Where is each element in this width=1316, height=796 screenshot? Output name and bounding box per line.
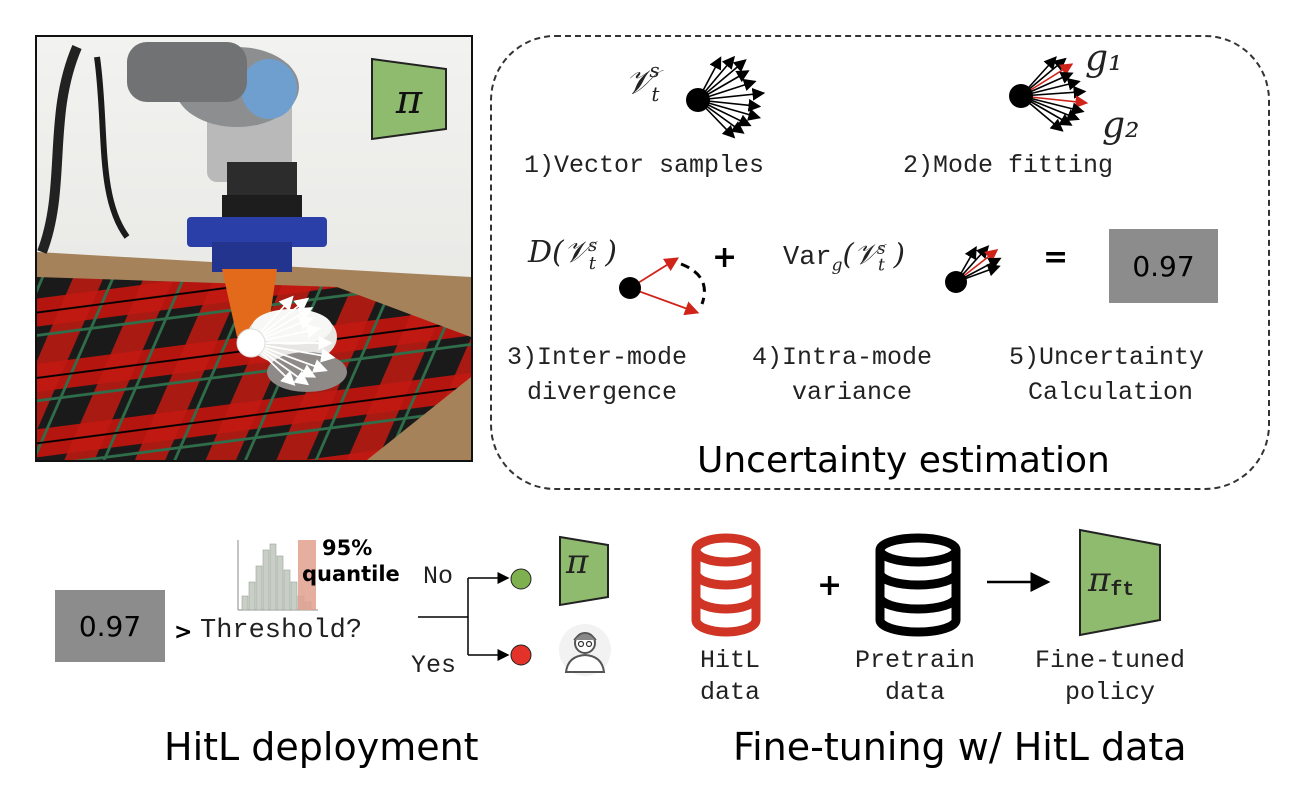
uncertainty-score-box: 0.97	[1109, 229, 1218, 303]
v-symbol: 𝒱	[625, 62, 654, 103]
variance-origin-dot	[945, 271, 967, 293]
pretrain-line1: Pretrain	[854, 646, 976, 675]
quantile-line2: quantile	[302, 562, 400, 586]
finetuned-pi: π	[1088, 560, 1111, 600]
uncertainty-histogram	[237, 540, 318, 611]
histogram-bar	[255, 565, 263, 611]
finetune-title: Fine-tuning w/ HitL data	[733, 725, 1187, 769]
uncertainty-estimation-panel	[490, 35, 1270, 490]
pretrain-line2: data	[884, 678, 945, 707]
finetune-plus-sign: +	[817, 568, 843, 603]
robot-scene-illustration	[37, 37, 471, 460]
policy-icon: π	[369, 57, 449, 141]
divergence-s: s	[588, 235, 598, 256]
vector-samples-symbol: 𝒱ts	[625, 58, 672, 107]
t-subscript: t	[651, 82, 660, 107]
hitl-line2: data	[700, 678, 761, 707]
vector-arrow	[629, 287, 700, 316]
histogram-bar	[283, 569, 291, 611]
step2-label: 2)Mode fitting	[903, 151, 1114, 180]
divergence-v: 𝒱	[563, 235, 589, 270]
variance-t: t	[878, 255, 885, 276]
divergence-formula: D(𝒱ts)	[528, 235, 617, 274]
histogram-bar	[290, 581, 298, 611]
yes-branch-node	[510, 644, 532, 666]
divergence-origin-dot	[619, 277, 641, 299]
deploy-policy-icon	[559, 535, 609, 607]
deploy-score-box: 0.97	[55, 590, 165, 662]
histogram-bar	[262, 549, 270, 611]
human-operator-icon	[559, 624, 611, 676]
g2-label: g₂	[1102, 105, 1140, 146]
histogram-bar	[276, 555, 284, 611]
action-origin-marker	[236, 328, 266, 358]
greater-than-sign: >	[174, 620, 193, 645]
step5-label-line1: 5)Uncertainty	[1009, 343, 1205, 372]
divergence-t: t	[588, 253, 596, 274]
finetuned-policy-icon	[1079, 528, 1161, 637]
quantile-label: 95% quantile	[302, 535, 400, 587]
no-label: No	[423, 562, 454, 591]
finetuned-line1: Fine-tuned	[1034, 646, 1186, 675]
variance-s: s	[876, 239, 886, 259]
pretrain-database-icon	[875, 533, 961, 637]
step4-label-line2: variance	[792, 378, 913, 407]
deployment-title: HitL deployment	[164, 725, 479, 769]
s-superscript: s	[649, 58, 660, 82]
finetuned-policy-label: Fine-tuned policy	[1005, 645, 1215, 709]
finetuned-line2: policy	[1064, 678, 1155, 707]
quantile-line1: 95%	[322, 536, 373, 560]
threshold-label: Threshold?	[200, 616, 363, 646]
hitl-data-label: HitL data	[700, 645, 760, 709]
divergence-arc	[680, 262, 706, 305]
sample-origin-dot	[686, 88, 710, 112]
divergence-d: D(	[528, 235, 564, 270]
histogram-bar	[241, 595, 249, 611]
uncertainty-title: Uncertainty estimation	[697, 440, 1110, 481]
hitl-line1: HitL	[700, 646, 761, 675]
hitl-database-icon	[691, 533, 761, 637]
no-branch-node	[510, 568, 532, 590]
step1-label: 1)Vector samples	[524, 151, 765, 180]
step3-label-line2: divergence	[527, 378, 678, 407]
step5-label-line2: Calculation	[1028, 378, 1194, 407]
step3-label-line1: 3)Inter-mode	[507, 343, 688, 372]
deploy-policy-symbol: π	[566, 542, 589, 582]
yes-label: Yes	[411, 651, 457, 680]
quantile-region	[298, 540, 316, 610]
variance-var: Var	[783, 243, 832, 273]
pretrain-data-label: Pretrain data	[840, 645, 990, 709]
decision-branches	[418, 572, 510, 661]
finetuned-policy-symbol: πft	[1088, 560, 1134, 602]
histogram-bar	[248, 581, 256, 611]
plus-sign: +	[712, 240, 738, 275]
step4-label-line1: 4)Intra-mode	[752, 343, 933, 372]
variance-g: g	[831, 255, 843, 276]
g1-label: g₁	[1085, 38, 1123, 79]
variance-v: 𝒱	[853, 237, 878, 271]
variance-formula: Varg(𝒱ts)	[783, 237, 905, 276]
histogram-bar	[269, 543, 277, 611]
policy-symbol: π	[395, 77, 423, 123]
finetuned-subscript: ft	[1110, 579, 1135, 603]
divergence-close: )	[605, 235, 617, 270]
equals-sign: =	[1043, 240, 1069, 275]
robot-photo: π	[35, 35, 473, 462]
mode-origin-dot	[1009, 84, 1033, 108]
